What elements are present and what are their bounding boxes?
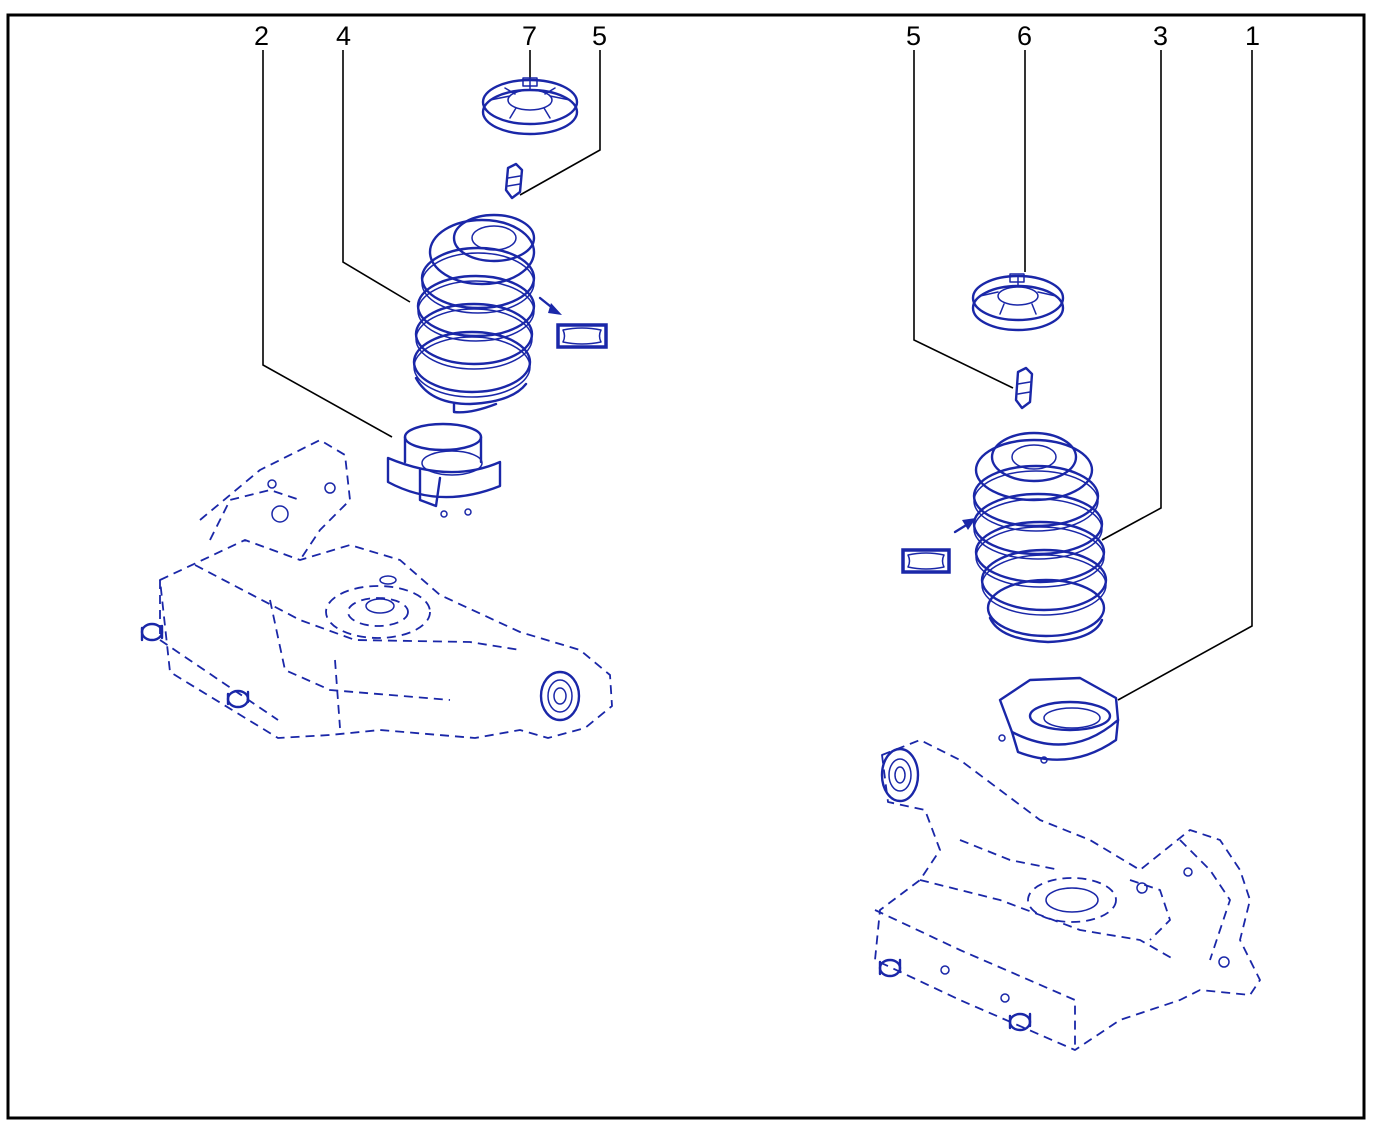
coil-spring-left [412,213,536,414]
callout-3: 3 [1153,21,1168,51]
spring-seat-left [386,422,502,518]
bump-stop-left [504,162,524,200]
callout-6: 6 [1017,21,1032,51]
coil-spring-right [972,431,1108,644]
lower-control-arm-right [874,739,1261,1051]
leader-lines [262,50,1253,701]
lubricant-icon-left [538,296,608,349]
bump-stop-right [1014,366,1034,410]
upper-insulator-right [971,273,1065,332]
lower-control-arm-left [140,439,613,739]
callout-labels: 2 4 7 5 5 6 3 1 [254,21,1260,51]
upper-insulator-left [481,77,579,136]
callout-2: 2 [254,21,269,51]
callout-1: 1 [1245,21,1260,51]
callout-7: 7 [522,21,537,51]
callout-4: 4 [336,21,351,51]
spring-seat-right [998,676,1120,764]
lubricant-icon-right [901,518,976,574]
diagram-border [6,13,1366,1120]
callout-5-right: 5 [906,21,921,51]
callout-5-left: 5 [592,21,607,51]
